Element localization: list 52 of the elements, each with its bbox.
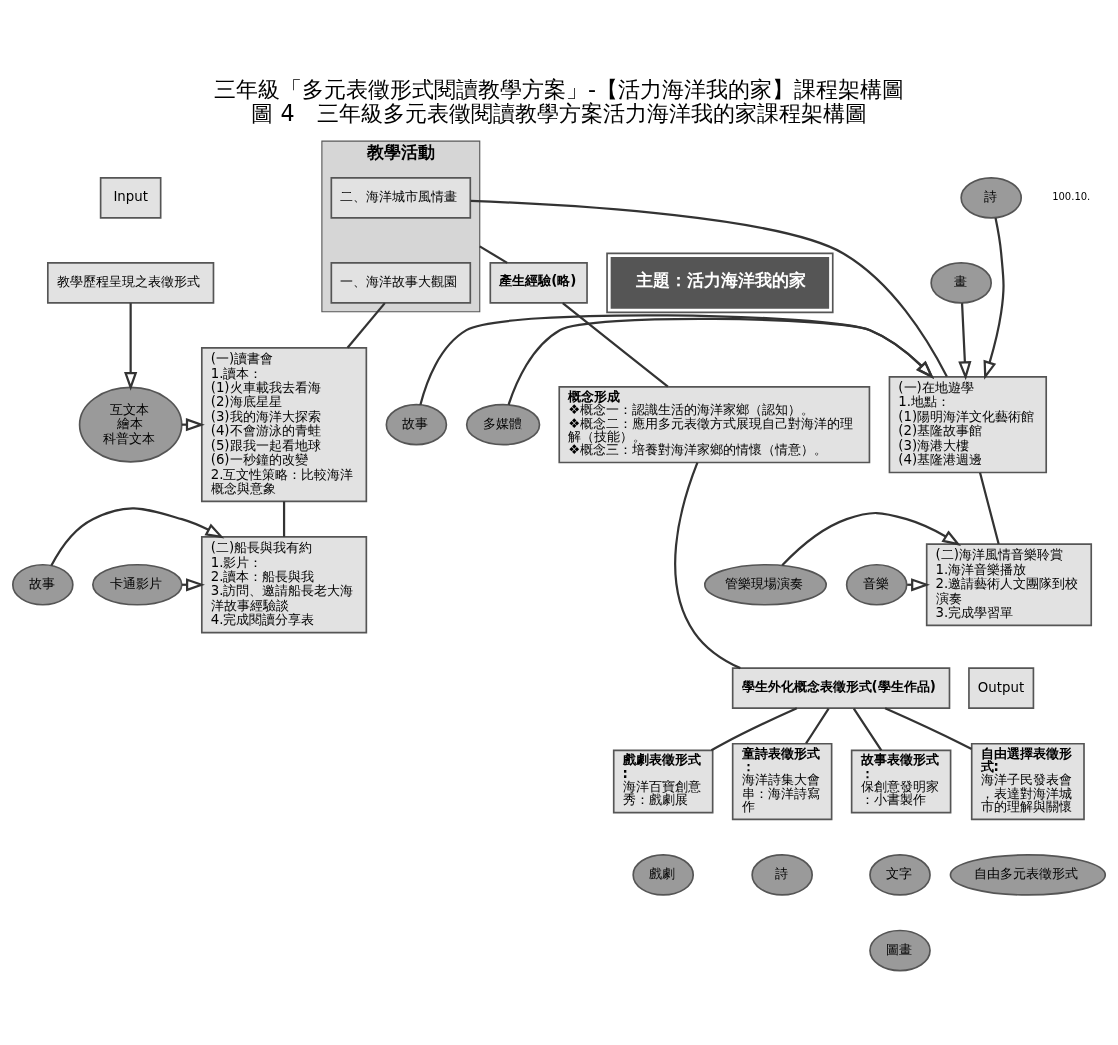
- connector: [979, 472, 1000, 545]
- node-ellipse: 圖畫: [869, 929, 931, 972]
- node-ellipse: 音樂: [845, 563, 908, 606]
- label: 100.10.: [1052, 191, 1091, 203]
- node-box: Output: [968, 667, 1035, 709]
- connector: [282, 501, 286, 537]
- arrow: [124, 303, 138, 391]
- connector: [470, 199, 948, 377]
- node-ellipse: 互文本 繪本 科普文本: [78, 386, 183, 463]
- arrow: [958, 303, 972, 381]
- node-box: (二)海洋風情音樂聆賞 1.海洋音樂播放 2.邀請藝術人文團隊到校演奏 3.完成學習單: [925, 543, 1093, 627]
- node-box: (一)在地遊學 1.地點： (1)陽明海洋文化藝術館 (2)基隆故事館 (3)海港大樓 (4)基隆港週邊: [888, 376, 1048, 474]
- connector: [479, 245, 508, 264]
- connector: [562, 302, 669, 388]
- node-box: (一)讀書會 1.讀本： (1)火車載我去看海 (2)海底星星 (3)我的海洋大探索 (4)不會游泳的青蛙 (5)跟我一起看地球 (6)一秒鐘的改變 2.互文性策略：比較海洋概念與意象: [200, 347, 368, 503]
- node-box: 學生外化概念表徵形式(學生作品): [731, 667, 951, 709]
- connector: [805, 708, 830, 745]
- node-ellipse: 管樂現場演奏: [703, 563, 827, 606]
- node-ellipse: 故事: [385, 403, 448, 446]
- diagram-title: 三年級「多元表徵形式閱讀教學方案」-【活力海洋我的家】課程架構圖: [213, 75, 905, 102]
- caption: 圖 4 三年級多元表徵閱讀教學方案活力海洋我的家課程架構圖: [251, 100, 867, 127]
- node-ellipse: 文字: [869, 854, 931, 896]
- arrow: [507, 317, 935, 406]
- connector: [674, 462, 741, 670]
- node-box: 概念形成 ❖概念一：認識生活的海洋家鄉（認知）。 ❖概念二：應用多元表徵方式展現自己對海洋的理解（技能）。 ❖概念三：培養對海洋家鄉的情懷（情意）。: [558, 386, 871, 464]
- node-box: 戲劇表徵形式: 海洋百寶創意秀：戲劇展: [612, 749, 714, 814]
- connector: [852, 708, 883, 751]
- arrow: [983, 217, 1005, 380]
- node-ellipse: 畫: [930, 262, 992, 304]
- node-box: 故事表徵形式： 保創意發明家：小書製作: [850, 749, 952, 814]
- node-ellipse: 詩: [960, 177, 1023, 219]
- connector: [710, 707, 798, 752]
- node-ellipse: 詩: [751, 854, 813, 896]
- arrow: [781, 511, 962, 567]
- arrow: [419, 314, 935, 406]
- node-ellipse: 多媒體: [465, 403, 541, 446]
- node-ellipse: 戲劇: [632, 854, 695, 896]
- node-box: 童詩表徵形式： 海洋詩集大會串：海洋詩寫作: [731, 742, 833, 821]
- node-box: 一、海洋故事大觀園: [330, 262, 472, 304]
- connector: [884, 707, 973, 751]
- node-box: 產生經驗(略): [489, 262, 588, 304]
- node-box: Input: [99, 177, 162, 219]
- node-ellipse: 卡通影片: [91, 563, 183, 606]
- node-box: 自由選擇表徵形式: 海洋子民發表會，表達對海洋城市的理解與關懷: [970, 742, 1085, 821]
- node-ellipse: 自由多元表徵形式: [949, 854, 1107, 896]
- node-box: (二)船長與我有約 1.影片： 2.讀本：船長與我 3.訪問、邀請船長老大海洋故事經驗談 4.完成閱讀分享表: [200, 536, 368, 634]
- node-box: 教學歷程呈現之表徵形式: [47, 262, 215, 304]
- node-ellipse: 故事: [11, 563, 74, 606]
- arrow: [50, 507, 225, 567]
- node-box: 二、海洋城市風情畫: [330, 177, 472, 219]
- connector: [346, 302, 386, 349]
- node-box: 主題：活力海洋我的家: [606, 252, 834, 314]
